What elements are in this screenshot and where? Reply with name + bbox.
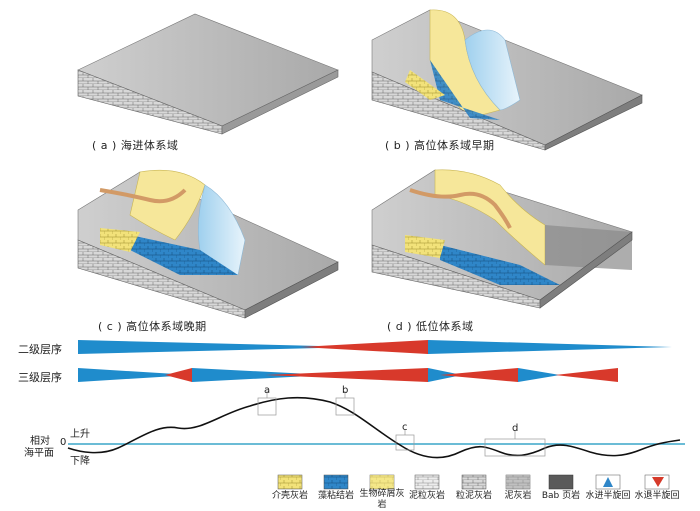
legend-wackestone: 粒泥灰岩 (455, 491, 492, 501)
fall-label: 下降 (70, 456, 90, 467)
relative-label-line1: 相对 (30, 436, 50, 447)
legend-transgressive: 水进半旋回 (585, 491, 631, 501)
panel-d-diagram (371, 169, 633, 309)
sea-level-chart (67, 391, 685, 459)
third-order-label: 三级层序 (18, 371, 62, 384)
legend-swatches (277, 474, 670, 490)
legend-bab-shale: Bab 页岩 (541, 491, 581, 501)
marker-a: a (264, 385, 271, 396)
legend-regressive: 水退半旋回 (634, 491, 680, 501)
rise-label: 上升 (70, 429, 90, 440)
legend-packstone: 泥粒灰岩 (408, 491, 445, 501)
second-order-label: 二级层序 (18, 343, 62, 356)
second-order-sequence (78, 340, 672, 354)
marker-b: b (342, 385, 349, 396)
panel-a-diagram (77, 13, 339, 135)
legend-bioclastic-limestone: 生物碎屑灰岩 (359, 489, 405, 510)
panel-c-caption: ( c ) 高位体系域晚期 (98, 320, 207, 333)
marker-c: c (402, 422, 408, 433)
third-order-sequence (78, 368, 618, 382)
panel-b-caption: ( b ) 高位体系域早期 (385, 139, 495, 152)
panel-c-diagram (77, 169, 339, 319)
panel-b-diagram (371, 9, 643, 151)
legend-marl: 泥灰岩 (504, 491, 532, 501)
relative-label-line2: 海平面 (24, 448, 54, 459)
panel-a-caption: ( a ) 海进体系域 (92, 139, 179, 152)
sea-level-curve (67, 396, 681, 459)
second-order-transgressive-2 (428, 340, 672, 354)
panel-d-caption: ( d ) 低位体系域 (387, 320, 474, 333)
second-order-regressive-1 (300, 340, 428, 354)
second-order-transgressive-1 (78, 340, 360, 354)
marker-d: d (512, 423, 519, 434)
legend-algal-boundstone: 藻粘结岩 (317, 491, 354, 501)
zero-label: 0 (60, 437, 67, 448)
legend-shell-limestone: 介壳灰岩 (271, 491, 308, 501)
